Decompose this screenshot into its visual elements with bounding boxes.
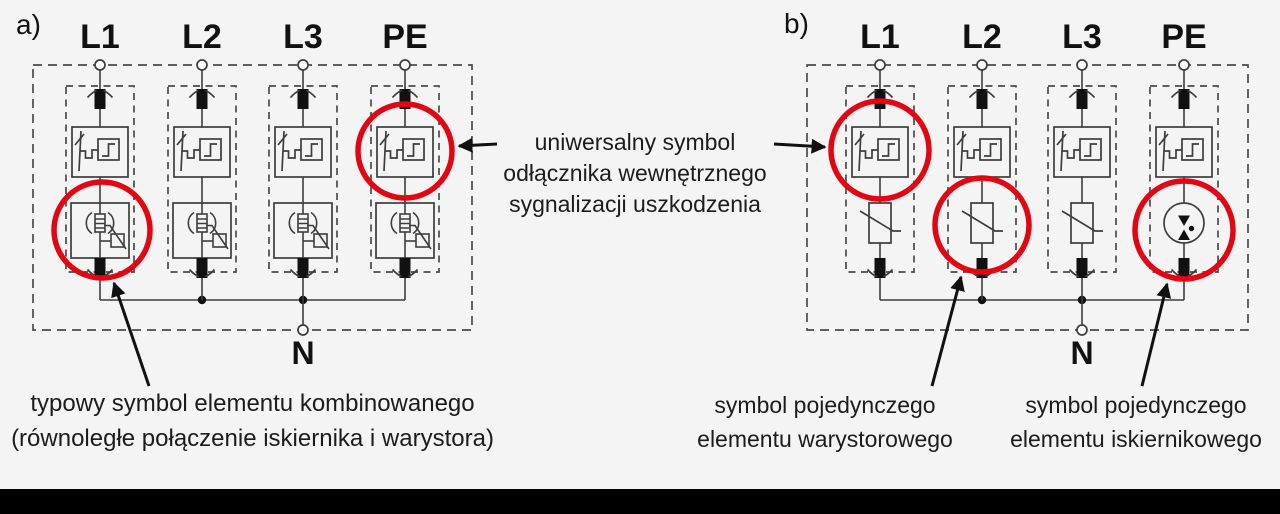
arrow-to-disconnector-a	[457, 137, 498, 153]
annotation-line: sygnalizacji uszkodzenia	[509, 191, 761, 217]
annotation-line: typowy symbol elementu kombinowanego	[30, 390, 475, 417]
annotation-line: odłącznika wewnętrznego	[503, 160, 767, 186]
arrow-to-combined-a	[111, 281, 151, 387]
branch-a-l3	[269, 60, 337, 300]
highlight-circle-disconnector-a	[355, 101, 455, 201]
arrow-to-varistor-b	[930, 275, 965, 387]
panel-b: b) L1 L2 L3 PE N	[784, 8, 1249, 371]
branch-b-l3	[1048, 60, 1116, 300]
phase-label: L2	[962, 18, 1002, 56]
phase-label: L2	[182, 18, 222, 56]
phase-label: PE	[1161, 18, 1206, 56]
annotation-varistor-element: symbol pojedynczego elementu warystorowe…	[675, 388, 975, 456]
highlight-circle-combined-a	[51, 179, 153, 281]
neutral-label: N	[291, 335, 314, 371]
annotation-line: symbol pojedynczego	[1025, 392, 1247, 418]
panel-a-label: a)	[16, 9, 41, 40]
annotation-line: symbol pojedynczego	[714, 392, 936, 418]
phase-label: L1	[80, 18, 120, 56]
highlight-circle-disconnector-b	[828, 98, 932, 202]
neutral-label: N	[1070, 335, 1093, 371]
neutral-node	[297, 324, 309, 336]
phase-label: L3	[283, 18, 323, 56]
neutral-node	[1076, 324, 1088, 336]
annotation-arrows	[111, 137, 1172, 387]
annotation-combined-element: typowy symbol elementu kombinowanego (ró…	[0, 386, 505, 456]
annotation-line: (równoległe połączenie iskiernika i wary…	[11, 425, 494, 452]
panel-b-label: b)	[784, 8, 809, 39]
annotation-line: uniwersalny symbol	[534, 129, 736, 155]
branch-a-pe	[371, 60, 439, 300]
arrow-to-sparkgap-b	[1140, 282, 1172, 387]
highlight-circle-varistor-b	[932, 175, 1032, 275]
annotation-line: elementu warystorowego	[697, 426, 953, 452]
bottom-letterbox-bar	[0, 489, 1280, 514]
highlight-circle-sparkgap-b	[1132, 178, 1236, 282]
annotation-internal-disconnector: uniwersalny symbol odłącznika wewnętrzne…	[455, 127, 815, 220]
annotation-spark-gap-element: symbol pojedynczego elementu iskiernikow…	[986, 388, 1280, 456]
spd-enclosure-outline	[806, 64, 1249, 331]
branch-a-l2	[168, 60, 236, 300]
phase-label: L1	[860, 18, 900, 56]
arrow-to-disconnector-b	[773, 138, 827, 154]
spd-schematic-diagram: a) L1 L2 L3 PE N b) L1 L2 L3 PE N	[16, 8, 1249, 387]
phase-label: PE	[382, 18, 427, 56]
highlight-circles	[51, 98, 1236, 282]
branch-b-l1	[846, 60, 914, 300]
annotation-line: elementu iskiernikowego	[1010, 426, 1262, 452]
panel-a: a) L1 L2 L3 PE N	[16, 9, 473, 371]
spd-enclosure-outline	[32, 64, 473, 331]
phase-label: L3	[1062, 18, 1102, 56]
